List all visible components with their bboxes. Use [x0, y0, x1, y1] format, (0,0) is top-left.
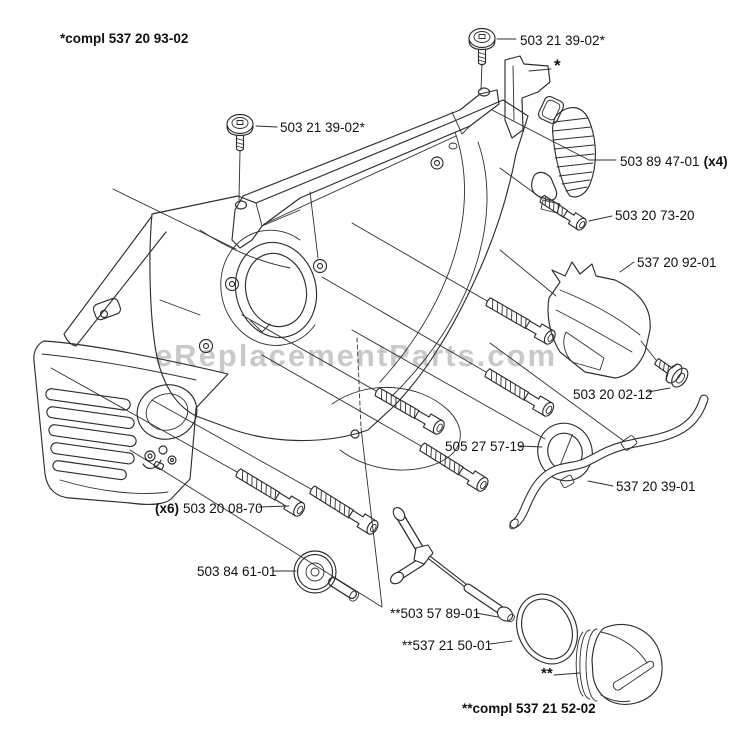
callout-left-flange-screw: 503 21 39-02* [280, 120, 365, 135]
callout-plug: 503 84 61-01 [197, 564, 277, 579]
long-screw-6 [306, 482, 381, 537]
flange-screw-upper [468, 27, 496, 66]
callout-cover: 537 20 92-01 [637, 255, 717, 270]
callout-seal: 505 27 57-19 [445, 439, 525, 454]
callout-filter-rod: **503 57 89-01 [390, 606, 481, 621]
damper-drawing [531, 95, 596, 214]
callout-long-screws: (x6)503 20 08-70 [155, 501, 263, 516]
small-parts-cluster [142, 445, 177, 471]
fan-housing-drawing [33, 340, 229, 505]
callout-upper-flange-screw: 503 21 39-02* [520, 33, 605, 48]
cover-shield-drawing [547, 261, 651, 379]
callout-small-screw: 503 20 02-12 [573, 387, 653, 402]
callout-o-ring: **537 21 50-01 [402, 638, 493, 653]
flange-screw-left [226, 113, 254, 152]
callout-damper-number: 503 89 47-01 [620, 154, 700, 169]
alignment-lines [50, 63, 657, 608]
small-screw-drawing [654, 358, 689, 388]
callout-bottom-assembly: **compl 537 21 52-02 [462, 701, 596, 716]
callout-damper-qty: (x4) [703, 154, 728, 169]
fuel-pipe-drawing [509, 394, 709, 530]
callout-long-screws-qty: (x6) [155, 501, 180, 516]
callout-cap-star: ** [541, 665, 553, 682]
callout-damper: 503 89 47-01(x4) [620, 154, 728, 169]
leader-lines [255, 38, 671, 676]
filter-rod-drawing [390, 507, 515, 623]
watermark-text: eReplacementParts.com [155, 338, 557, 373]
o-ring-drawing [516, 593, 578, 665]
fuel-cap-drawing [575, 623, 663, 705]
crankcase-drawing [63, 99, 529, 471]
plug-drawing [293, 550, 359, 602]
callout-top-assembly: *compl 537 20 93-02 [60, 31, 189, 46]
handle-bracket-drawing [231, 55, 551, 249]
callout-long-screws-number: 503 20 08-70 [183, 501, 263, 516]
callout-bracket-star: * [554, 56, 561, 75]
short-screw-drawing [537, 192, 589, 233]
callout-short-screw: 503 20 73-20 [615, 208, 695, 223]
long-screw-3 [372, 384, 448, 437]
callout-fuel-pipe: 537 20 39-01 [616, 479, 696, 494]
mount-detail [92, 297, 122, 321]
